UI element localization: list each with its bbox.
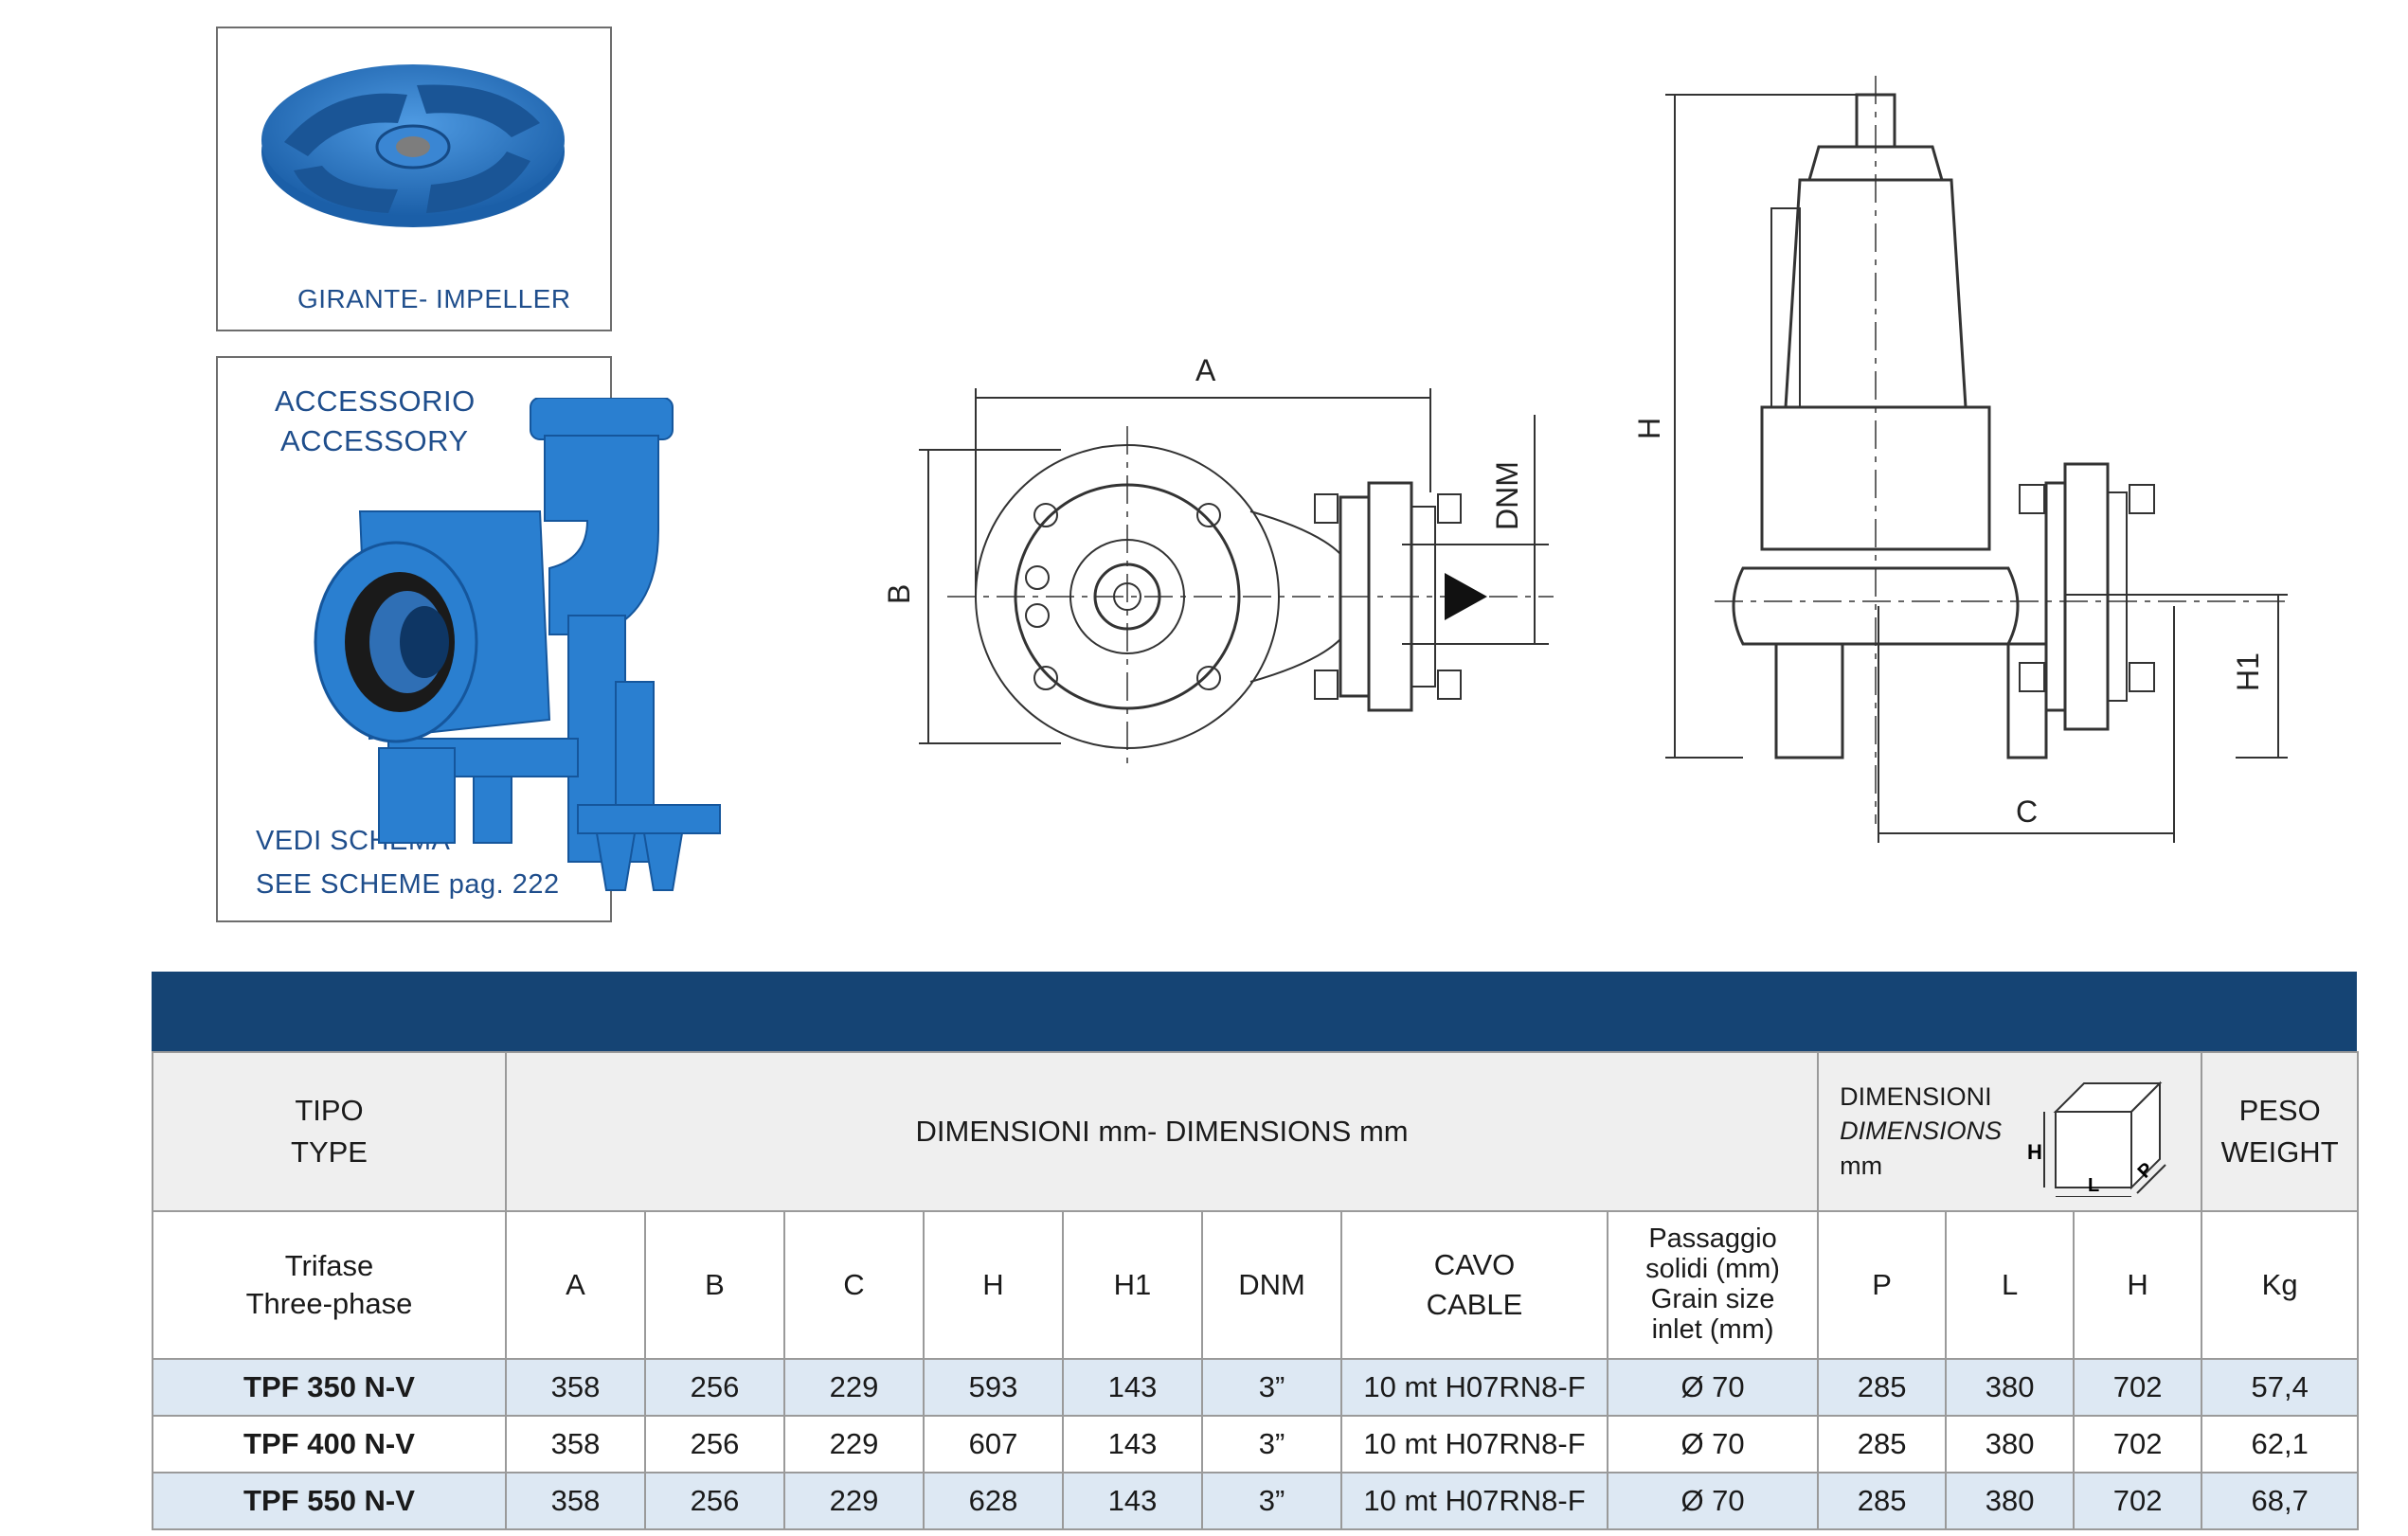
row-pack-h: 702 — [2073, 1415, 2203, 1473]
col-dnm-header: DNM — [1201, 1210, 1342, 1360]
row-h: 607 — [923, 1415, 1064, 1473]
row-b: 256 — [644, 1358, 785, 1417]
top-view-drawing: A B DNM — [882, 353, 1554, 767]
row-a: 358 — [505, 1358, 646, 1417]
table-row: TPF 550 N-V 358 256 229 628 143 3” 10 mt… — [152, 1472, 2360, 1530]
row-a: 358 — [505, 1472, 646, 1530]
row-cable: 10 mt H07RN8-F — [1340, 1358, 1608, 1417]
dim-label-a: A — [1195, 353, 1216, 387]
accessory-title-en: ACCESSORY — [280, 424, 469, 457]
dim-label-b: B — [882, 584, 916, 604]
table-header-band — [152, 972, 2357, 1051]
row-pack-h: 702 — [2073, 1472, 2203, 1530]
impeller-frame: GIRANTE- IMPELLER — [216, 27, 612, 331]
inlet-label: inlet (mm) — [1651, 1313, 1774, 1345]
row-h1: 143 — [1062, 1415, 1203, 1473]
row-solids: Ø 70 — [1606, 1472, 1820, 1530]
dim-label-c: C — [2016, 795, 2038, 829]
phase-header: Trifase Three-phase — [152, 1210, 507, 1360]
weight-label: WEIGHT — [2220, 1135, 2339, 1169]
accessory-title-it: ACCESSORIO — [275, 384, 476, 418]
box-icon: H L P — [2027, 1081, 2166, 1197]
solidi-label: solidi (mm) — [1645, 1254, 1780, 1285]
accessory-image — [314, 398, 721, 891]
box-mm-label: mm — [1840, 1151, 1883, 1180]
table-header-row: TIPO TYPE DIMENSIONI mm- DIMENSIONS mm D… — [152, 1051, 2360, 1212]
col-h-header: H — [923, 1210, 1064, 1360]
row-solids: Ø 70 — [1606, 1358, 1820, 1417]
row-c: 229 — [783, 1415, 925, 1473]
row-dnm: 3” — [1201, 1358, 1342, 1417]
box-dimensions-label: DIMENSIONS — [1840, 1116, 2003, 1146]
table-subheader-row: Trifase Three-phase A B C H H1 DNM CAVO … — [152, 1210, 2360, 1360]
dim-label-dnm: DNM — [1490, 461, 1524, 530]
row-b: 256 — [644, 1415, 785, 1473]
see-scheme-en: SEE SCHEME pag. 222 — [256, 869, 560, 900]
row-c: 229 — [783, 1358, 925, 1417]
type-header: TIPO TYPE — [152, 1051, 507, 1212]
row-b: 256 — [644, 1472, 785, 1530]
row-weight: 62,1 — [2201, 1415, 2360, 1473]
row-solids: Ø 70 — [1606, 1415, 1820, 1473]
box-h-label: H — [2027, 1140, 2042, 1164]
table-row: TPF 350 N-V 358 256 229 593 143 3” 10 mt… — [152, 1358, 2360, 1417]
three-phase-label: Three-phase — [245, 1287, 413, 1320]
row-h1: 143 — [1062, 1472, 1203, 1530]
row-cable: 10 mt H07RN8-F — [1340, 1415, 1608, 1473]
grain-size-label: Grain size — [1650, 1284, 1775, 1314]
row-pack-h: 702 — [2073, 1358, 2203, 1417]
row-weight: 68,7 — [2201, 1472, 2360, 1530]
col-l-header: L — [1945, 1210, 2076, 1360]
row-p: 285 — [1817, 1358, 1948, 1417]
col-h1-header: H1 — [1062, 1210, 1203, 1360]
impeller-image — [261, 64, 565, 227]
dimension-table: TIPO TYPE DIMENSIONI mm- DIMENSIONS mm D… — [152, 1051, 2360, 1530]
cavo-label: CAVO — [1433, 1248, 1516, 1282]
col-b-header: B — [644, 1210, 785, 1360]
type-label: TYPE — [291, 1135, 368, 1169]
col-p-header: P — [1817, 1210, 1948, 1360]
solids-passage-header: Passaggio solidi (mm) Grain size inlet (… — [1606, 1210, 1820, 1360]
dim-label-h: H — [1632, 418, 1666, 439]
row-model: TPF 350 N-V — [152, 1358, 507, 1417]
peso-label: PESO — [2238, 1094, 2321, 1127]
row-h: 628 — [923, 1472, 1064, 1530]
trifase-label: Trifase — [284, 1249, 374, 1283]
row-a: 358 — [505, 1415, 646, 1473]
row-dnm: 3” — [1201, 1472, 1342, 1530]
row-cable: 10 mt H07RN8-F — [1340, 1472, 1608, 1530]
row-l: 380 — [1945, 1358, 2076, 1417]
dimensions-header: DIMENSIONI mm- DIMENSIONS mm — [504, 1051, 1820, 1212]
row-model: TPF 400 N-V — [152, 1415, 507, 1473]
row-h: 593 — [923, 1358, 1064, 1417]
row-weight: 57,4 — [2201, 1358, 2360, 1417]
box-l-label: L — [2088, 1175, 2099, 1196]
row-l: 380 — [1945, 1472, 2076, 1530]
weight-header: PESO WEIGHT — [2201, 1051, 2360, 1212]
row-l: 380 — [1945, 1415, 2076, 1473]
cable-header: CAVO CABLE — [1340, 1210, 1608, 1360]
col-pack-h-header: H — [2073, 1210, 2203, 1360]
col-c-header: C — [783, 1210, 925, 1360]
col-a-header: A — [505, 1210, 646, 1360]
passaggio-label: Passaggio — [1648, 1223, 1777, 1255]
row-c: 229 — [783, 1472, 925, 1530]
row-model: TPF 550 N-V — [152, 1472, 507, 1530]
impeller-caption: GIRANTE- IMPELLER — [297, 284, 571, 313]
cable-label: CABLE — [1426, 1288, 1523, 1321]
row-p: 285 — [1817, 1415, 1948, 1473]
side-view-drawing: H H1 C — [1632, 76, 2292, 843]
dim-label-h1: H1 — [2231, 652, 2265, 691]
row-h1: 143 — [1062, 1358, 1203, 1417]
row-dnm: 3” — [1201, 1415, 1342, 1473]
packing-dimensions-header: DIMENSIONI DIMENSIONS mm H L P — [1817, 1051, 2203, 1212]
tipo-label: TIPO — [295, 1094, 364, 1127]
col-kg-header: Kg — [2201, 1210, 2360, 1360]
table-row: TPF 400 N-V 358 256 229 607 143 3” 10 mt… — [152, 1415, 2360, 1473]
row-p: 285 — [1817, 1472, 1948, 1530]
box-dimensioni-label: DIMENSIONI — [1840, 1082, 1992, 1111]
